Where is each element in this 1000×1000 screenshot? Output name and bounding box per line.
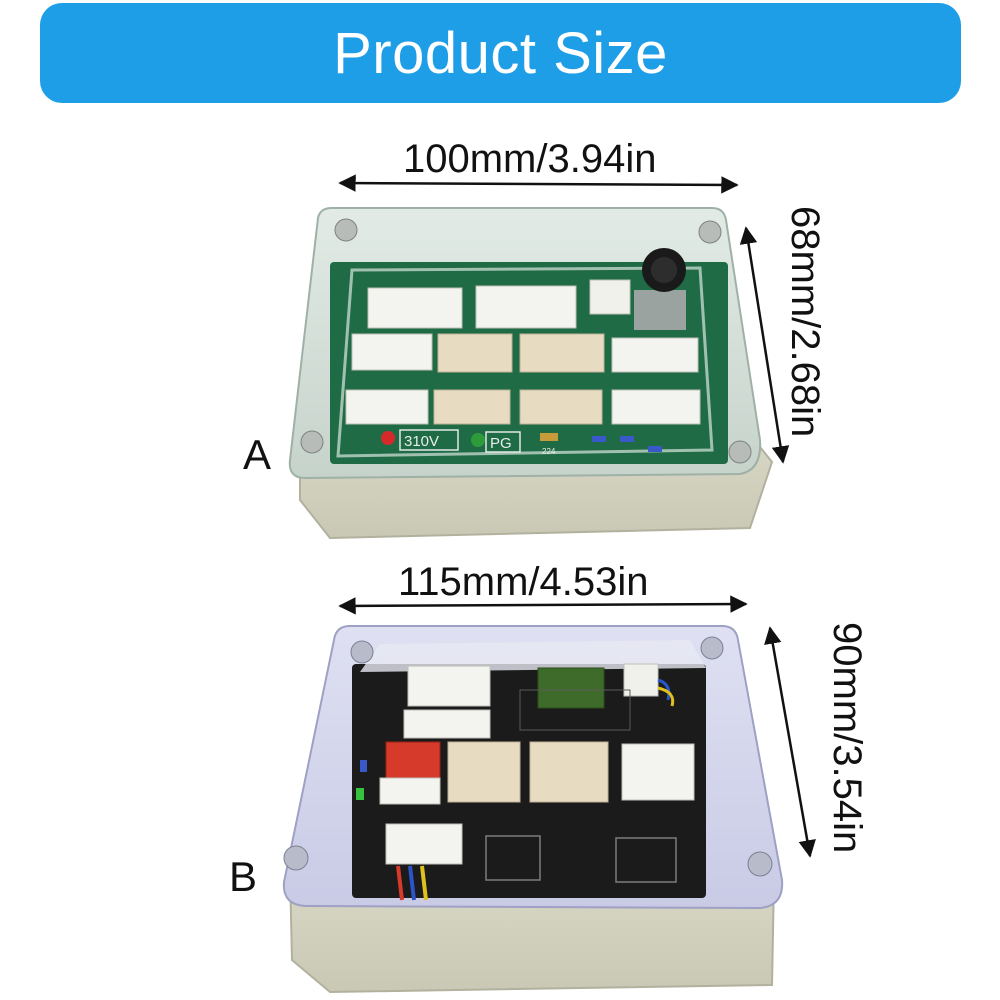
product-a-width-arrow xyxy=(338,174,739,194)
screw-icon xyxy=(334,218,358,242)
led-green-icon xyxy=(471,433,485,447)
led-red-icon xyxy=(381,431,395,445)
screw-icon xyxy=(698,220,722,244)
board-label-310v: 310V xyxy=(404,433,439,450)
banner-title: Product Size xyxy=(333,20,668,86)
screw-icon xyxy=(700,636,724,660)
screw-icon xyxy=(747,851,773,877)
screw-icon xyxy=(300,430,324,454)
product-b-width-arrow xyxy=(338,595,748,615)
product-b-letter: B xyxy=(229,853,258,900)
board-label-224: 224 xyxy=(542,447,556,456)
product-b-height-arrow xyxy=(764,626,816,858)
product-b-enclosure xyxy=(282,625,784,994)
product-a-height-arrow xyxy=(739,226,790,464)
product-a-enclosure: 310V PG 224 xyxy=(288,207,774,540)
product-a-width-label: 100mm/3.94in xyxy=(403,137,657,181)
screw-icon xyxy=(350,640,374,664)
screw-icon xyxy=(728,440,752,464)
title-banner: Product Size xyxy=(40,3,961,103)
board-label-pg: PG xyxy=(490,435,512,452)
product-a-letter: A xyxy=(243,431,272,478)
screw-icon xyxy=(283,845,309,871)
